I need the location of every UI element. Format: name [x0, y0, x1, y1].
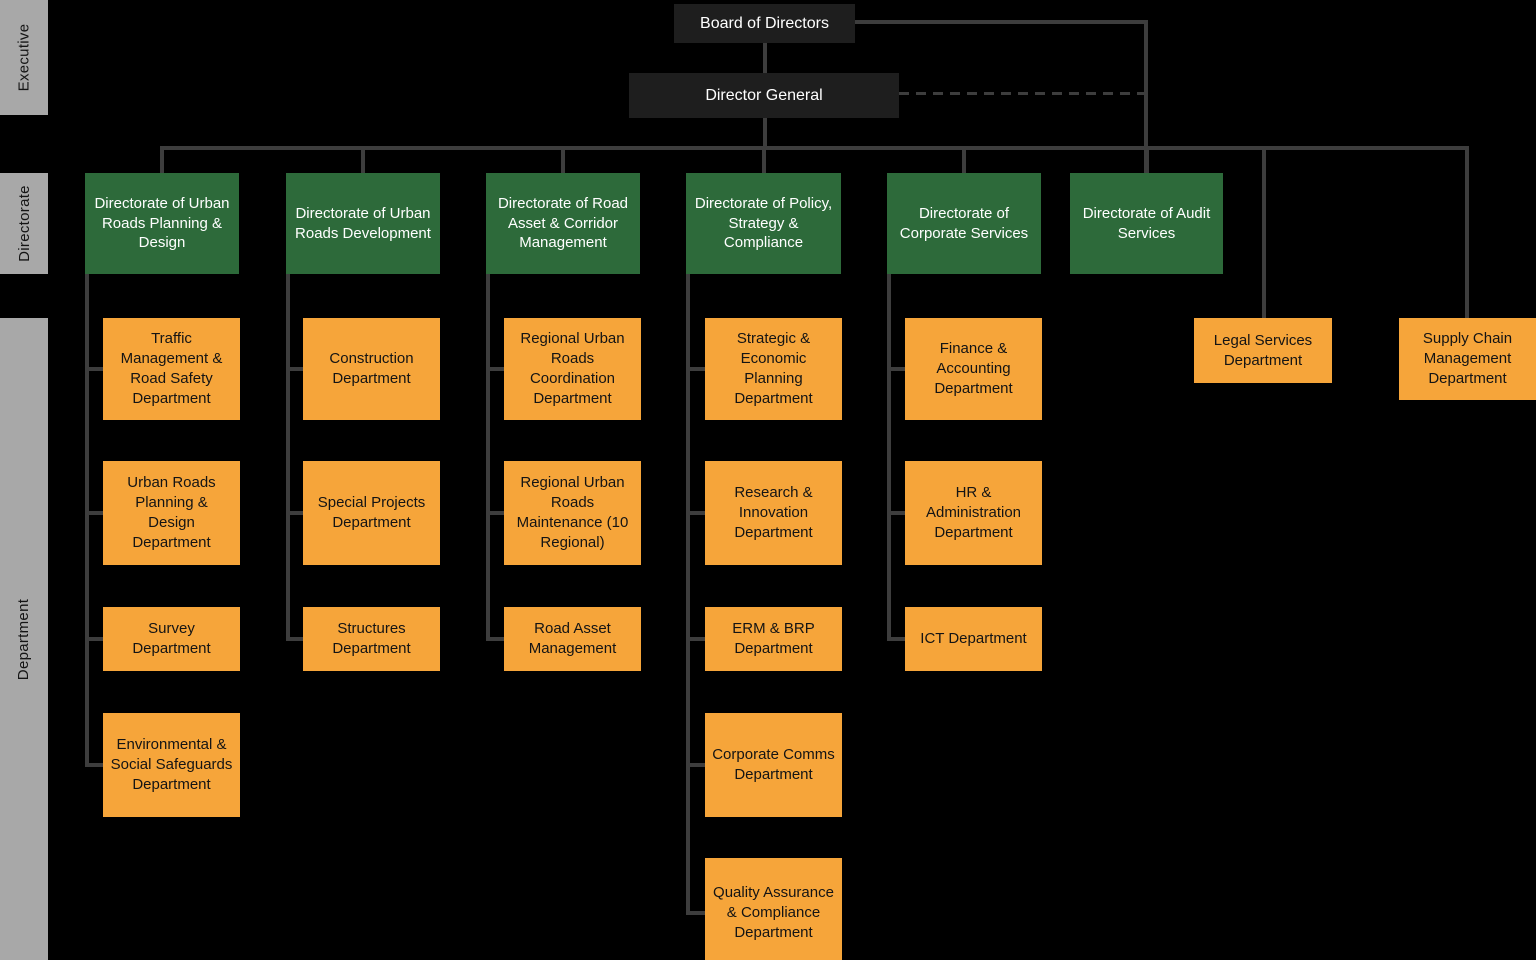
connector-line	[361, 148, 365, 173]
department-box-label: Road Asset Management	[528, 620, 617, 657]
connector-line	[887, 637, 905, 641]
department-box: Construction Department	[303, 318, 440, 420]
connector-line	[686, 367, 705, 371]
connector-line	[286, 637, 303, 641]
director-general-label: Director General	[705, 86, 823, 104]
department-box: Regional Urban Roads Coordination Depart…	[504, 318, 641, 420]
connector-line	[887, 367, 905, 371]
department-box: HR & Administration Department	[905, 461, 1042, 565]
department-box: ERM & BRP Department	[705, 607, 842, 671]
department-box: Traffic Management & Road Safety Departm…	[103, 318, 240, 420]
department-box: Environmental & Social Safeguards Depart…	[103, 713, 240, 817]
connector-line	[761, 148, 766, 173]
department-box: Quality Assurance & Compliance Departmen…	[705, 858, 842, 960]
department-box: Road Asset Management	[504, 607, 641, 671]
board-of-directors-label: Board of Directors	[700, 14, 829, 32]
sidebar-band-executive: Executive	[0, 0, 48, 115]
directorate-box: Directorate of Road Asset & Corridor Man…	[486, 173, 640, 274]
department-box: Special Projects Department	[303, 461, 440, 565]
sidebar-band-label: Directorate	[15, 185, 33, 262]
department-box: Strategic & Economic Planning Department	[705, 318, 842, 420]
connector-line	[686, 274, 690, 913]
director-general-box: Director General	[629, 73, 899, 118]
department-box-label: Strategic & Economic Planning Department	[734, 330, 813, 407]
department-box: Structures Department	[303, 607, 440, 671]
sidebar-band-label: Department	[15, 598, 33, 680]
connector-line	[887, 511, 905, 515]
connector-line	[686, 637, 705, 641]
department-box-label: Urban Roads Planning & Design Department	[127, 474, 216, 551]
connector-line	[486, 637, 504, 641]
department-box-label: HR & Administration Department	[925, 484, 1022, 541]
department-box-label: Quality Assurance & Compliance Departmen…	[713, 884, 834, 941]
directorate-box-label: Directorate of Policy, Strategy & Compli…	[694, 194, 833, 252]
department-box-label: Finance & Accounting Department	[934, 340, 1013, 397]
department-box: Corporate Comms Department	[705, 713, 842, 817]
connector-line	[85, 274, 89, 765]
connector-line	[286, 367, 303, 371]
directorate-box-label: Directorate of Corporate Services	[899, 204, 1029, 242]
department-box-label: Corporate Comms Department	[712, 746, 835, 783]
connector-line	[686, 763, 705, 767]
department-box: Urban Roads Planning & Design Department	[103, 461, 240, 565]
connector-line	[286, 274, 290, 639]
department-box-label: Research & Innovation Department	[734, 484, 813, 541]
connector-line	[160, 146, 1469, 150]
connector-line	[85, 763, 103, 767]
connector-line	[686, 511, 705, 515]
directorate-box: Directorate of Policy, Strategy & Compli…	[686, 173, 841, 274]
connector-line	[85, 637, 103, 641]
connector-line	[962, 148, 966, 173]
connector-line	[1144, 22, 1148, 173]
connector-line	[561, 148, 565, 173]
connector-line	[286, 511, 303, 515]
connector-line	[686, 911, 705, 915]
department-box-label: Survey Department	[132, 620, 211, 657]
department-box-label: ERM & BRP Department	[732, 620, 815, 657]
department-box: Survey Department	[103, 607, 240, 671]
connector-line	[1144, 148, 1149, 173]
board-of-directors-box: Board of Directors	[674, 4, 855, 43]
sidebar-band-label: Executive	[15, 23, 33, 92]
department-box-label: Special Projects Department	[317, 494, 426, 531]
connector-line	[85, 511, 103, 515]
department-box-label: Construction Department	[329, 350, 414, 387]
connector-line	[85, 367, 103, 371]
directorate-box-label: Directorate of Urban Roads Planning & De…	[94, 194, 230, 252]
connector-line	[160, 148, 164, 173]
sidebar-band-department: Department	[0, 318, 48, 960]
department-box-label: Supply Chain Management Department	[1422, 330, 1513, 387]
department-box: Regional Urban Roads Maintenance (10 Reg…	[504, 461, 641, 565]
department-box-label: Traffic Management & Road Safety Departm…	[120, 330, 223, 407]
connector-line	[486, 274, 490, 639]
department-box-label: Legal Services Department	[1213, 331, 1313, 369]
department-box-label: Regional Urban Roads Maintenance (10 Reg…	[516, 474, 629, 551]
department-box-label: Structures Department	[332, 620, 411, 657]
department-box: Finance & Accounting Department	[905, 318, 1042, 420]
connector-line	[1465, 148, 1469, 318]
directorate-box: Directorate of Urban Roads Planning & De…	[85, 173, 239, 274]
directorate-box: Directorate of Corporate Services	[887, 173, 1041, 274]
department-box: ICT Department	[905, 607, 1042, 671]
sidebar-band-directorate: Directorate	[0, 173, 48, 274]
connector-line	[762, 118, 767, 148]
connector-line	[887, 274, 891, 639]
department-box: Research & Innovation Department	[705, 461, 842, 565]
dashed-connector-line	[899, 92, 1146, 95]
department-box-label: Environmental & Social Safeguards Depart…	[110, 736, 233, 793]
connector-line	[762, 43, 767, 73]
connector-line	[486, 367, 504, 371]
department-box-label: ICT Department	[920, 630, 1027, 648]
connector-line	[855, 20, 1148, 24]
department-box-label: Regional Urban Roads Coordination Depart…	[520, 330, 625, 407]
directorate-box: Directorate of Audit Services	[1070, 173, 1223, 274]
directorate-box-label: Directorate of Urban Roads Development	[295, 204, 431, 242]
connector-line	[1262, 148, 1266, 318]
department-box: Legal Services Department	[1194, 318, 1332, 383]
department-box: Supply Chain Management Department	[1399, 318, 1536, 400]
connector-line	[486, 511, 504, 515]
directorate-box: Directorate of Urban Roads Development	[286, 173, 440, 274]
directorate-box-label: Directorate of Audit Services	[1082, 204, 1211, 242]
directorate-box-label: Directorate of Road Asset & Corridor Man…	[497, 194, 629, 252]
